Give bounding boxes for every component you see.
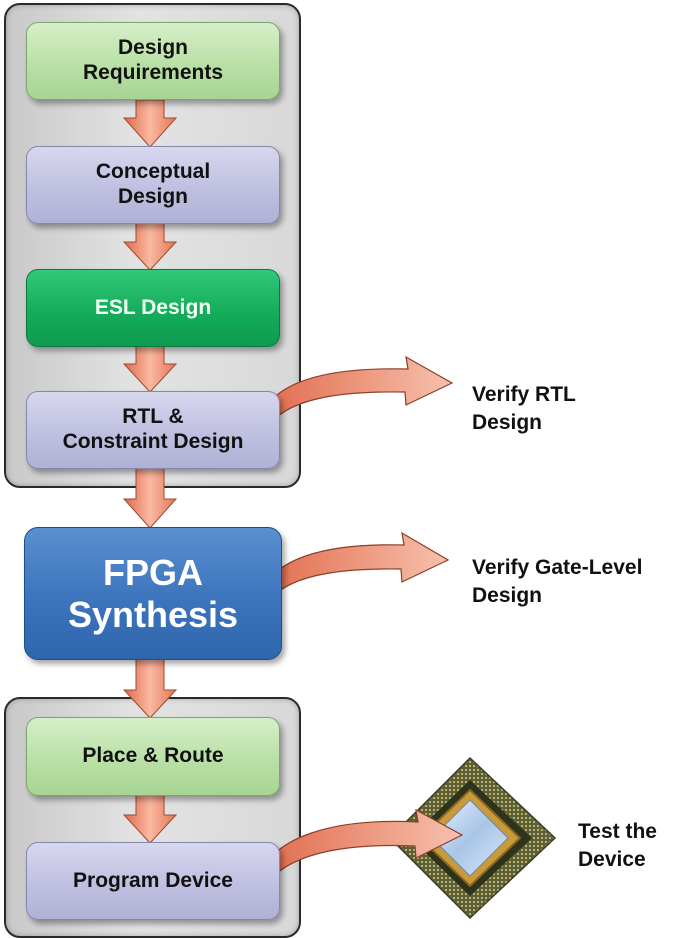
down-arrow-6 [122, 794, 178, 844]
verify-rtl-label: Verify RTL Design [472, 383, 576, 435]
program-device-box: Program Device [26, 842, 280, 920]
curve-arrow-verify-gate [257, 531, 450, 607]
conceptual-design-box: Conceptual Design [26, 146, 280, 224]
fpga-synthesis-box: FPGA Synthesis [24, 527, 282, 660]
fpga-chip-icon [388, 756, 557, 920]
esl-design-box: ESL Design [26, 269, 280, 347]
verify-gate-level-label: Verify Gate-Level Design [472, 556, 643, 608]
place-route-box: Place & Route [26, 717, 280, 796]
down-arrow-5 [122, 658, 178, 719]
down-arrow-1 [122, 99, 178, 148]
down-arrow-4 [122, 467, 178, 529]
test-device-label: Test the Device [578, 820, 657, 872]
down-arrow-3 [122, 344, 178, 393]
down-arrow-2 [122, 222, 178, 271]
curve-arrow-verify-rtl [257, 355, 454, 431]
curve-arrow-test-device [257, 808, 464, 888]
design-requirements-box: Design Requirements [26, 22, 280, 100]
rtl-constraint-design-box: RTL & Constraint Design [26, 391, 280, 469]
